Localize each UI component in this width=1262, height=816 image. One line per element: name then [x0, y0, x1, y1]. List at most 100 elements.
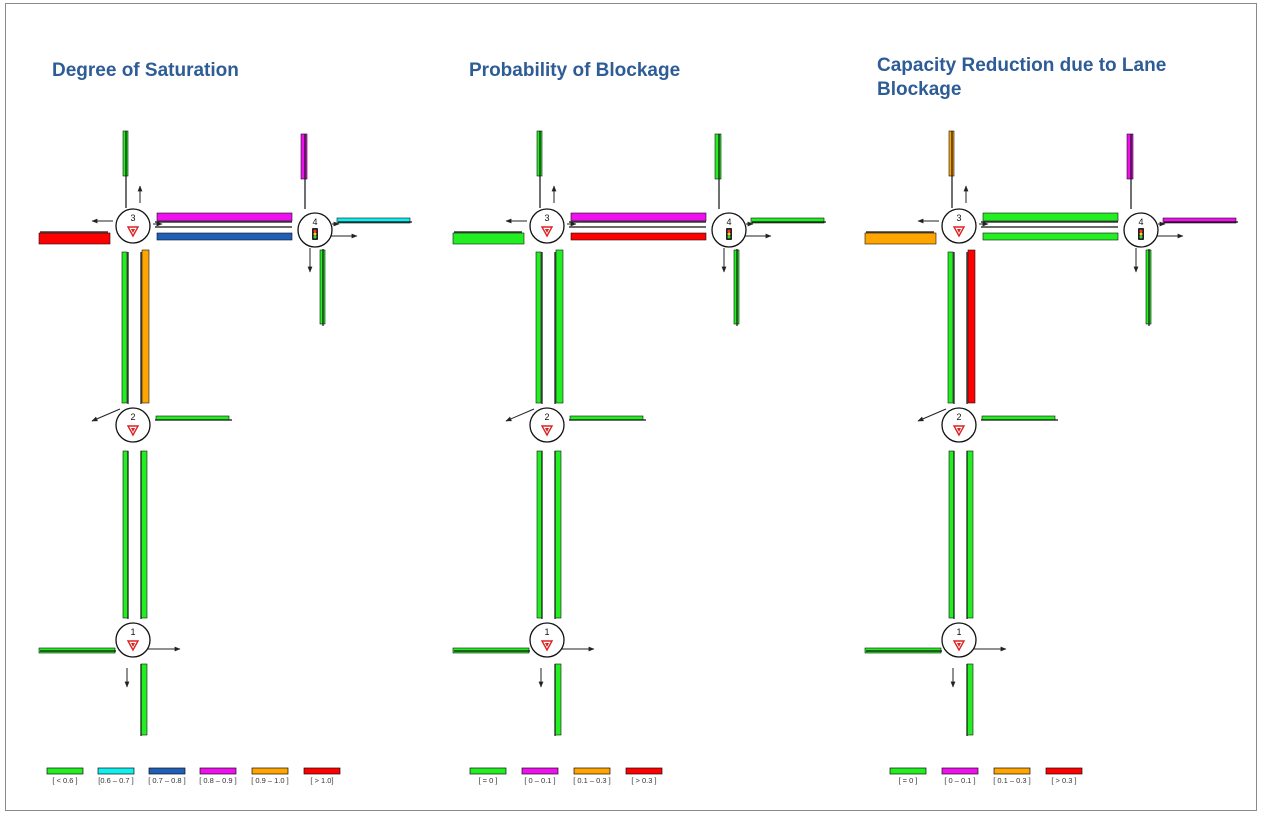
- intersection-node: [115, 208, 151, 244]
- yield-sign-mark: [131, 643, 135, 647]
- link-l32: [121, 251, 128, 404]
- legend-swatch: [1045, 767, 1083, 775]
- link-top34: [570, 212, 707, 222]
- link-l21: [536, 450, 543, 619]
- legend-1: [ < 0.6 ][0.6 – 0.7 ][ 0.7 – 0.8 ][ 0.8 …: [46, 767, 341, 785]
- yield-sign-mark: [131, 428, 135, 432]
- traffic-light-amber: [313, 232, 317, 236]
- traffic-light-red: [313, 229, 317, 233]
- legend-swatch: [97, 767, 135, 775]
- node-number: 2: [544, 412, 549, 422]
- legend-label: [ = 0 ]: [899, 776, 918, 785]
- yield-sign-mark: [957, 643, 961, 647]
- link-top34: [156, 212, 293, 222]
- node-number: 4: [726, 217, 731, 227]
- flow-arrow: [917, 408, 947, 422]
- flow-arrow: [91, 408, 121, 422]
- legend-label: [ 0.9 – 1.0 ]: [251, 776, 289, 785]
- node-number: 3: [544, 213, 549, 223]
- yield-sign-mark: [545, 428, 549, 432]
- link-south1: [140, 663, 148, 736]
- link-north4: [714, 133, 722, 180]
- link-r32: [141, 249, 150, 404]
- node-number: 1: [544, 627, 549, 637]
- panel-title-saturation: Degree of Saturation: [52, 60, 239, 81]
- node-number: 4: [1138, 217, 1143, 227]
- link-east4: [336, 217, 411, 224]
- link-bot34: [982, 232, 1119, 241]
- intersection-node: [115, 407, 151, 443]
- link-r21: [554, 450, 562, 619]
- figure-frame: [5, 3, 1257, 811]
- link-north4: [300, 133, 308, 180]
- traffic-light-red: [727, 229, 731, 233]
- legend-swatch: [573, 767, 611, 775]
- link-r32: [967, 249, 976, 404]
- intersection-node: [115, 622, 151, 658]
- network-panel-1: 1 2 3 4: [38, 130, 412, 736]
- legend-swatch: [303, 767, 341, 775]
- legend-label: [ > 1.0]: [310, 776, 333, 785]
- legend-label: [ < 0.6 ]: [52, 776, 77, 785]
- traffic-light-green: [727, 235, 731, 239]
- network-panel-3: 1 2 3 4: [864, 130, 1238, 736]
- intersection-node: [529, 407, 565, 443]
- legend-swatch: [941, 767, 979, 775]
- link-west3: [452, 232, 525, 245]
- panel-title-capacity: Capacity Reduction due to Lane Blockage: [877, 55, 1167, 100]
- traffic-light-amber: [1139, 232, 1143, 236]
- legend-label: [ 0.7 – 0.8 ]: [148, 776, 186, 785]
- yield-sign-mark: [957, 229, 961, 233]
- link-r32: [555, 249, 564, 404]
- link-south1: [966, 663, 974, 736]
- legend-swatch: [469, 767, 507, 775]
- legend-label: [ = 0 ]: [479, 776, 498, 785]
- node-number: 2: [130, 412, 135, 422]
- link-l21: [122, 450, 129, 619]
- flow-arrow: [505, 408, 535, 422]
- node-number: 2: [956, 412, 961, 422]
- legend-label: [ 0 – 0.1 ]: [944, 776, 975, 785]
- legend-label: [ > 0.3 ]: [631, 776, 656, 785]
- link-bot34: [156, 232, 293, 241]
- intersection-node: [941, 622, 977, 658]
- legend-swatch: [889, 767, 927, 775]
- link-top34: [982, 212, 1119, 222]
- legend-swatch: [993, 767, 1031, 775]
- intersection-node: [941, 208, 977, 244]
- yield-sign-mark: [545, 229, 549, 233]
- node-number: 3: [956, 213, 961, 223]
- legend-3: [ = 0 ] [ 0 – 0.1 ] [ 0.1 – 0.3 ] [ > 0.3 ]: [889, 767, 1083, 785]
- legend-swatch: [46, 767, 84, 775]
- legend-label: [ 0.1 – 0.3 ]: [573, 776, 611, 785]
- legend-label: [ 0.1 – 0.3 ]: [993, 776, 1031, 785]
- legend-swatch: [199, 767, 237, 775]
- traffic-light-amber: [727, 232, 731, 236]
- traffic-light-green: [313, 235, 317, 239]
- node-number: 3: [130, 213, 135, 223]
- link-south1: [554, 663, 562, 736]
- link-r21: [140, 450, 148, 619]
- link-west3: [864, 232, 937, 245]
- link-east4: [750, 217, 825, 224]
- legend-swatch: [148, 767, 186, 775]
- node-number: 1: [130, 627, 135, 637]
- legend-label: [ > 0.3 ]: [1051, 776, 1076, 785]
- node-number: 4: [312, 217, 317, 227]
- intersection-node: [529, 208, 565, 244]
- node-number: 1: [956, 627, 961, 637]
- link-north4: [1126, 133, 1134, 180]
- traffic-light-red: [1139, 229, 1143, 233]
- panel-title-blockage: Probability of Blockage: [469, 60, 681, 81]
- legend-label: [ 0 – 0.1 ]: [524, 776, 555, 785]
- link-r21: [966, 450, 974, 619]
- network-panel-2: 1 2 3 4: [452, 130, 826, 736]
- yield-sign-mark: [131, 229, 135, 233]
- link-l21: [948, 450, 955, 619]
- link-l32: [535, 251, 542, 404]
- legend-swatch: [625, 767, 663, 775]
- legend-2: [ = 0 ] [ 0 – 0.1 ] [ 0.1 – 0.3 ] [ > 0.3 ]: [469, 767, 663, 785]
- legend-swatch: [521, 767, 559, 775]
- link-west3: [38, 232, 111, 245]
